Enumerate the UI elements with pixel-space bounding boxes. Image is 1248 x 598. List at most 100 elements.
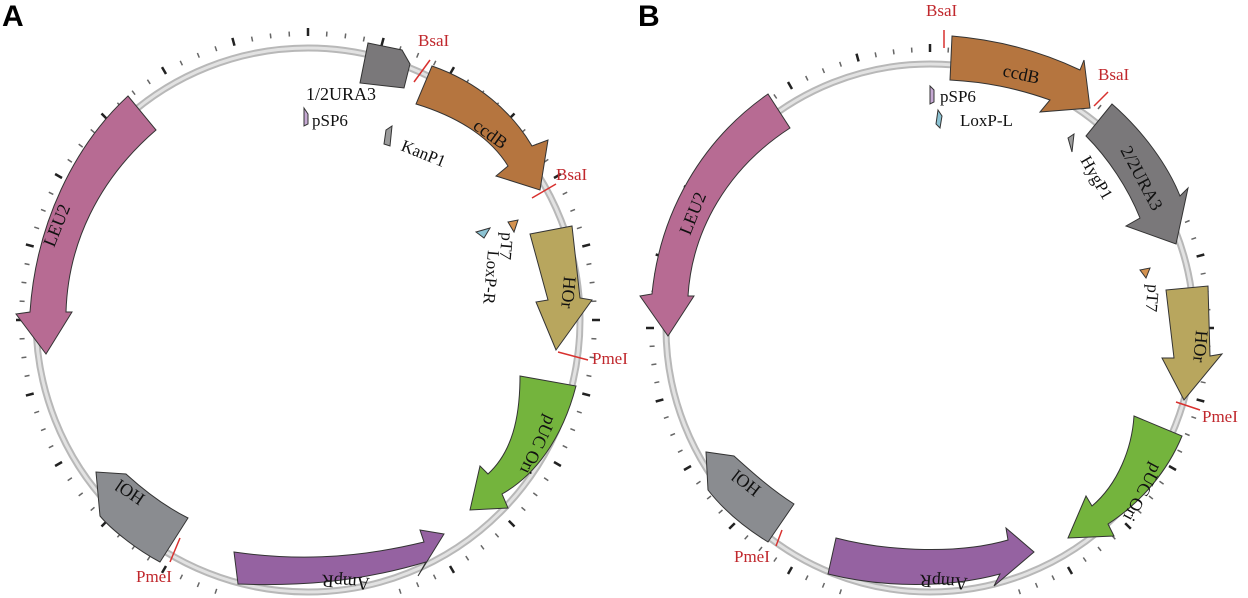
backbone-tick [553,172,562,180]
site-pmei-b-2: PmeI [734,529,783,566]
backbone-tick [838,61,843,67]
site-pmei-a-2: PmeI [136,537,181,586]
backbone-tick [416,582,420,588]
backbone-tick [589,356,595,359]
primer-pt7-a [507,219,519,234]
backbone-tick [1177,449,1183,453]
backbone-tick [250,36,254,42]
backbone-tick [507,519,516,528]
backbone-tick [744,535,749,540]
arrow-hol-b [705,451,795,543]
backbone-tick [214,588,218,594]
backbone-tick [1082,557,1087,563]
backbone-tick [380,37,385,47]
panel-b-letter: B [638,0,660,33]
site-bsai-a-1: BsaI [413,31,450,83]
backbone-tick [480,544,485,550]
backbone-tick [196,52,200,58]
backbone-tick [821,68,826,74]
backbone-tick [838,589,843,595]
backbone-tick [562,444,568,449]
site-pmei-b-1: PmeI [1175,401,1238,426]
backbone-tick [758,546,763,552]
backbone-tick [576,410,582,414]
backbone-tick [1137,509,1142,514]
backbone-tick [1200,272,1206,275]
backbone-tick [48,191,54,196]
backbone-tick [34,410,40,414]
arrow-hor-b [1161,285,1224,401]
backbone-tick [67,477,73,482]
label-kanp1-a: KanP1 [399,136,449,171]
backbone-tick [1124,522,1132,530]
backbone-tick [773,557,778,563]
backbone-tick [532,492,538,497]
backbone-tick [1196,253,1205,258]
backbone-tick [448,66,456,75]
svg-text:PmeI: PmeI [1202,407,1238,426]
backbone-tick [54,460,63,468]
arrow-puc-ori-b [1067,415,1183,539]
backbone-tick [706,495,712,500]
backbone-tick [432,574,437,580]
backbone-tick [398,588,402,594]
arrow-1-2ura3 [359,42,411,89]
backbone-tick [465,555,470,561]
backbone-tick [1184,432,1190,437]
backbone-tick [131,90,136,96]
svg-text:BsaI: BsaI [1098,65,1130,84]
backbone-tick [655,398,664,403]
backbone-tick [21,356,27,359]
svg-text:PmeI: PmeI [734,547,770,566]
backbone-tick [1097,104,1102,110]
backbone-tick [695,480,701,485]
backbone-tick [1191,415,1197,420]
svg-text:BsaI: BsaI [926,1,958,20]
backbone-tick [196,582,200,588]
backbone-tick [670,432,676,437]
backbone-tick [773,93,778,99]
label-pt7-a: pT7 [496,232,517,261]
svg-text:PmeI: PmeI [136,567,172,586]
backbone-tick [677,449,683,453]
backbone-tick [344,33,347,39]
site-bsai-b-2: BsaI [1093,65,1130,107]
backbone-tick [805,575,809,581]
backbone-tick [78,143,84,148]
backbone-tick [892,49,895,55]
backbone-tick [362,36,366,42]
backbone-tick [1051,575,1055,581]
label-psp6-a: pSP6 [312,111,348,130]
backbone-tick [90,506,95,512]
backbone-tick [570,428,576,432]
svg-text:PmeI: PmeI [592,349,628,368]
backbone-tick [40,428,46,432]
backbone-tick [160,66,168,75]
panel-a: A BsaI BsaI PmeI PmeI [2,0,628,596]
arrow-leu2-a [15,95,157,355]
label-pt7-b: pT7 [1142,284,1163,313]
backbone-tick [146,79,151,85]
backbone-tick [1184,219,1190,224]
backbone-tick [874,52,877,58]
svg-text:BsaI: BsaI [556,165,588,184]
backbone-tick [543,477,549,482]
arrow-ampr-b [827,526,1035,587]
backbone-tick [1017,589,1022,595]
primer-loxp-r-a [474,227,492,239]
backbone-tick [269,33,272,39]
backbone-tick [448,565,456,574]
backbone-tick [786,81,794,90]
backbone-tick [54,172,63,180]
backbone-tick [562,191,568,196]
backbone-tick [1191,236,1197,241]
label-loxp-l-b: LoxP-L [960,111,1013,130]
backbone-tick [1196,398,1205,403]
backbone-tick [146,555,151,561]
backbone-tick [24,374,30,378]
backbone-tick [494,533,500,538]
backbone-tick [21,281,27,284]
backbone-tick [78,492,84,497]
backbone-tick [821,582,826,588]
